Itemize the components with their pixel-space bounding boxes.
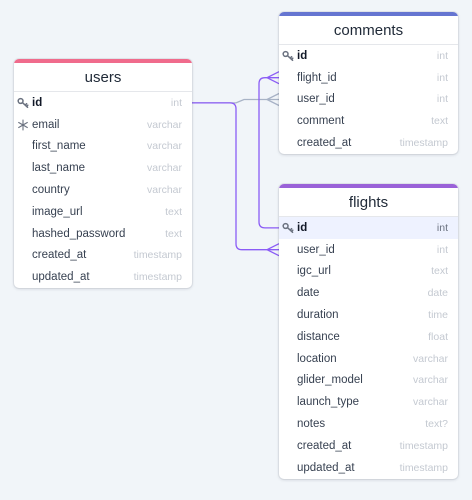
column-type: varchar — [412, 374, 448, 387]
table-flights-header[interactable]: flights — [279, 184, 458, 217]
column-row-flights-igc-url[interactable]: igc_url text — [279, 261, 458, 283]
relation-users-id-to-flights-user-id[interactable] — [192, 102, 279, 251]
column-type: time — [428, 309, 448, 322]
column-name: first_name — [32, 140, 86, 153]
column-name: id — [32, 96, 43, 109]
column-name: location — [297, 352, 337, 365]
snowflake-icon — [14, 119, 32, 131]
column-type: text — [431, 115, 448, 128]
relation-flights-id-to-comments-flight-id-crowfoot[interactable] — [266, 71, 280, 85]
column-row-flights-duration[interactable]: duration time — [279, 304, 458, 326]
column-type: timestamp — [133, 271, 182, 284]
column-type: int — [436, 243, 448, 256]
column-type: timestamp — [133, 249, 182, 262]
column-name: created_at — [32, 249, 87, 262]
column-type: text — [431, 265, 448, 278]
column-row-comments-user-id[interactable]: user_id int — [279, 89, 458, 111]
column-name: user_id — [297, 243, 335, 256]
column-type: varchar — [412, 396, 448, 409]
column-name: user_id — [297, 93, 335, 106]
relation-users-id-to-flights-user-id-crowfoot[interactable] — [266, 243, 280, 257]
column-row-users-image-url[interactable]: image_url text — [14, 201, 192, 223]
column-row-users-created-at[interactable]: created_at timestamp — [14, 245, 192, 267]
column-name: glider_model — [297, 374, 363, 387]
column-row-flights-user-id[interactable]: user_id int — [279, 239, 458, 261]
column-name: hashed_password — [32, 227, 126, 240]
column-row-users-email[interactable]: email varchar — [14, 114, 192, 136]
table-flights-columns: id int user_id int igc_url text date date durati… — [279, 217, 458, 479]
column-row-flights-date[interactable]: date date — [279, 282, 458, 304]
column-type: int — [436, 93, 448, 106]
column-name: id — [297, 49, 308, 62]
column-row-flights-id[interactable]: id int — [279, 217, 458, 239]
column-type: timestamp — [399, 137, 448, 150]
column-row-flights-notes[interactable]: notes text? — [279, 413, 458, 435]
column-type: text? — [425, 418, 448, 431]
column-type: date — [427, 287, 448, 300]
column-type: timestamp — [399, 439, 448, 452]
column-row-flights-location[interactable]: location varchar — [279, 348, 458, 370]
column-name: id — [297, 221, 308, 234]
column-name: country — [32, 184, 70, 197]
column-row-flights-created-at[interactable]: created_at timestamp — [279, 435, 458, 457]
column-row-comments-id[interactable]: id int — [279, 45, 458, 67]
table-comments-header[interactable]: comments — [279, 12, 458, 45]
column-name: updated_at — [32, 271, 90, 284]
column-row-users-first-name[interactable]: first_name varchar — [14, 136, 192, 158]
column-type: int — [436, 49, 448, 62]
column-name: igc_url — [297, 265, 331, 278]
key-icon — [279, 222, 297, 234]
column-name: flight_id — [297, 71, 337, 84]
column-type: int — [436, 221, 448, 234]
column-row-users-last-name[interactable]: last_name varchar — [14, 157, 192, 179]
column-name: last_name — [32, 162, 86, 175]
column-name: date — [297, 287, 320, 300]
column-type: varchar — [146, 140, 182, 153]
column-name: duration — [297, 309, 339, 322]
table-users-header[interactable]: users — [14, 59, 192, 92]
column-type: varchar — [146, 118, 182, 131]
column-row-comments-flight-id[interactable]: flight_id int — [279, 67, 458, 89]
relation-flights-id-to-comments-flight-id[interactable] — [258, 77, 279, 229]
column-type: text — [165, 227, 182, 240]
column-type: varchar — [146, 162, 182, 175]
column-type: varchar — [412, 352, 448, 365]
column-name: comment — [297, 115, 345, 128]
column-type: text — [165, 205, 182, 218]
column-row-comments-comment[interactable]: comment text — [279, 110, 458, 132]
column-type: int — [436, 71, 448, 84]
column-row-comments-created-at[interactable]: created_at timestamp — [279, 132, 458, 154]
column-row-users-country[interactable]: country varchar — [14, 179, 192, 201]
column-name: distance — [297, 330, 340, 343]
key-icon — [14, 97, 32, 109]
column-name: launch_type — [297, 396, 360, 409]
column-name: created_at — [297, 439, 352, 452]
column-row-flights-distance[interactable]: distance float — [279, 326, 458, 348]
column-type: varchar — [146, 184, 182, 197]
column-row-users-updated-at[interactable]: updated_at timestamp — [14, 266, 192, 288]
column-type: float — [428, 330, 448, 343]
column-name: email — [32, 118, 60, 131]
column-type: int — [170, 96, 182, 109]
column-row-flights-launch-type[interactable]: launch_type varchar — [279, 391, 458, 413]
column-name: updated_at — [297, 461, 355, 474]
column-type: timestamp — [399, 461, 448, 474]
column-row-users-hashed-password[interactable]: hashed_password text — [14, 223, 192, 245]
column-row-users-id[interactable]: id int — [14, 92, 192, 114]
column-name: image_url — [32, 205, 83, 218]
key-icon — [279, 50, 297, 62]
relation-users-id-to-comments-user-id-crowfoot[interactable] — [266, 92, 280, 107]
column-name: notes — [297, 418, 326, 431]
column-name: created_at — [297, 137, 352, 150]
column-row-flights-glider-model[interactable]: glider_model varchar — [279, 370, 458, 392]
column-row-flights-updated-at[interactable]: updated_at timestamp — [279, 457, 458, 479]
